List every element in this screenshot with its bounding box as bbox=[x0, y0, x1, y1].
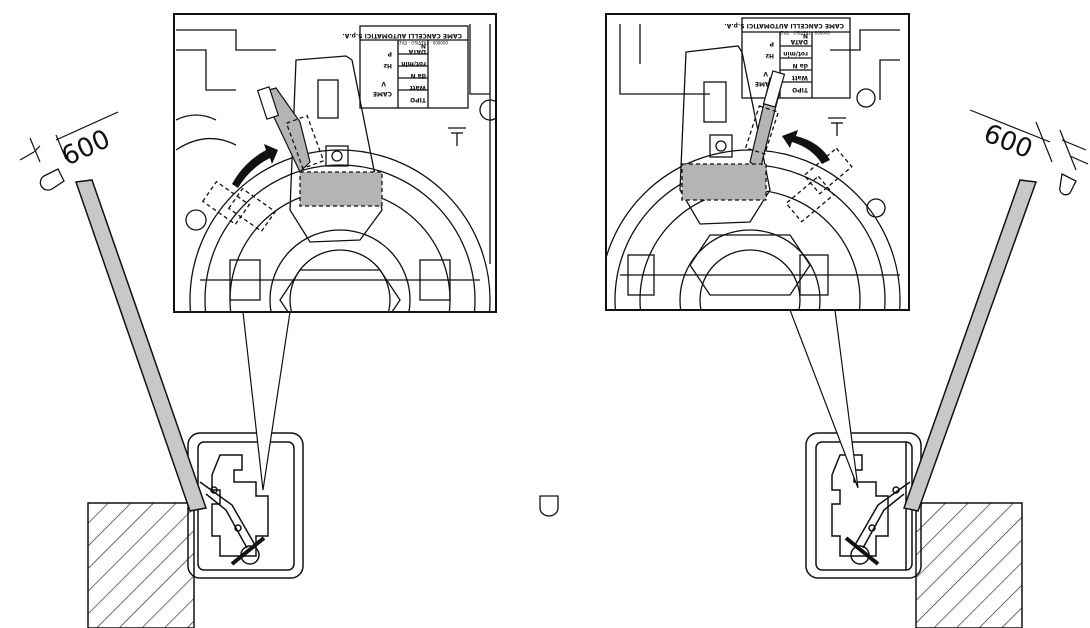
right-assembly: 600 bbox=[605, 13, 1089, 628]
left-gate-bar bbox=[74, 179, 207, 512]
left-plate-field-data: DATA bbox=[408, 48, 426, 55]
left-lever-arm bbox=[199, 481, 266, 566]
left-photocell-icon bbox=[39, 168, 65, 191]
right-rotation-arrow bbox=[782, 130, 830, 164]
right-plate-field-v: V bbox=[763, 70, 768, 77]
right-plate-brand: CAME bbox=[755, 80, 774, 87]
right-plate-subheader: 000000 - TREVISO - ITALY bbox=[779, 30, 830, 35]
left-plate-field-dan: da N bbox=[411, 72, 426, 79]
left-plate-field-tipo: TIPO bbox=[410, 96, 426, 103]
right-plate-field-dan: da N bbox=[793, 62, 808, 69]
left-plate-field-n: N. bbox=[419, 42, 426, 49]
right-plate-field-tipo: TIPO bbox=[792, 86, 808, 93]
right-plate-header: CAME CANCELLI AUTOMATICI S.p.A. bbox=[724, 22, 844, 29]
right-plate-field-n: N. bbox=[801, 32, 808, 39]
right-plate-field-hz: Hz bbox=[765, 52, 774, 59]
left-rotation-arrow bbox=[232, 144, 278, 188]
left-plate-field-p: P bbox=[387, 50, 392, 57]
right-plate-field-p: P bbox=[769, 40, 774, 47]
left-plate-field-rot: rot/min bbox=[401, 60, 426, 67]
left-plate-header: CAME CANCELLI AUTOMATICI S.p.A. bbox=[342, 32, 462, 39]
right-gate-bar bbox=[903, 179, 1038, 512]
right-detail-inset: CAME CANCELLI AUTOMATICI S.p.A. 000000 -… bbox=[605, 13, 910, 311]
right-motor-housing bbox=[805, 432, 922, 579]
right-dimension-label: 600 bbox=[979, 119, 1036, 165]
left-plate-field-hz: Hz bbox=[383, 62, 392, 69]
right-plate-field-rot: rot/min bbox=[783, 50, 808, 57]
right-plate-field-watt: Watt bbox=[792, 74, 808, 81]
left-plate-field-watt: Watt bbox=[410, 84, 426, 91]
center-photocell-icon bbox=[539, 495, 559, 517]
right-photocell-icon bbox=[1059, 173, 1077, 196]
right-dimension bbox=[969, 109, 1089, 171]
left-plate-brand: CAME bbox=[373, 90, 392, 97]
left-limit-switch bbox=[201, 86, 383, 233]
left-pillar-hatch bbox=[87, 502, 195, 628]
right-plate-field-data: DATA bbox=[790, 38, 808, 45]
left-detail-inset: CAME CANCELLI AUTOMATICI S.p.A. 000000 -… bbox=[173, 13, 497, 313]
right-pillar-hatch bbox=[915, 502, 1023, 628]
left-assembly: 600 bbox=[19, 13, 497, 628]
left-callout-pointer bbox=[242, 311, 291, 491]
right-limit-switch bbox=[681, 70, 853, 223]
right-callout-pointer bbox=[789, 309, 859, 489]
left-dimension-label: 600 bbox=[57, 124, 115, 172]
left-dimension bbox=[19, 111, 119, 163]
left-plate-field-v: V bbox=[381, 80, 386, 87]
left-plate-subheader: 000000 - TREVISO - ITALY bbox=[397, 40, 448, 45]
right-lever-arm bbox=[844, 481, 911, 566]
